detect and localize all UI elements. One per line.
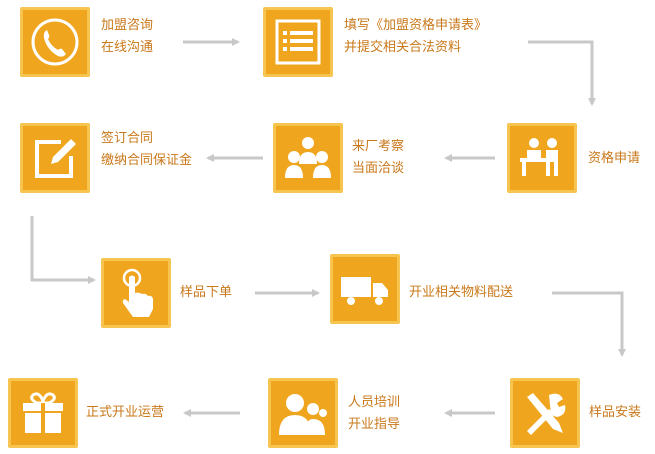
reception-desk-icon <box>507 123 577 193</box>
arrow-7-to-8 <box>552 291 626 357</box>
step-9-label: 人员培训 开业指导 <box>348 395 401 432</box>
step-1-label: 加盟咨询 在线沟通 <box>101 18 154 55</box>
step-4-label: 来厂考察 当面洽谈 <box>352 139 405 176</box>
group-meeting-icon <box>273 123 343 193</box>
sign-contract-icon <box>20 123 90 193</box>
form-list-icon <box>263 7 333 77</box>
tools-install-icon <box>510 378 580 448</box>
step-6-label: 样品下单 <box>180 285 233 300</box>
step-5-label: 签订合同 缴纳合同保证金 <box>101 131 193 168</box>
delivery-truck-icon <box>330 254 400 324</box>
phone-icon <box>20 7 90 77</box>
step-10-label: 正式开业运营 <box>86 405 165 420</box>
step-8-label: 样品安装 <box>589 405 642 420</box>
step-3-label: 资格申请 <box>588 151 641 166</box>
touch-order-icon <box>101 258 171 328</box>
gift-icon <box>8 378 78 448</box>
arrow-5-to-6 <box>30 216 96 284</box>
arrow-2-to-3 <box>528 40 596 106</box>
step-7-label: 开业相关物料配送 <box>409 285 514 300</box>
people-training-icon <box>268 378 338 448</box>
step-2-label: 填写《加盟资格申请表》 并提交相关合法资料 <box>344 18 488 55</box>
